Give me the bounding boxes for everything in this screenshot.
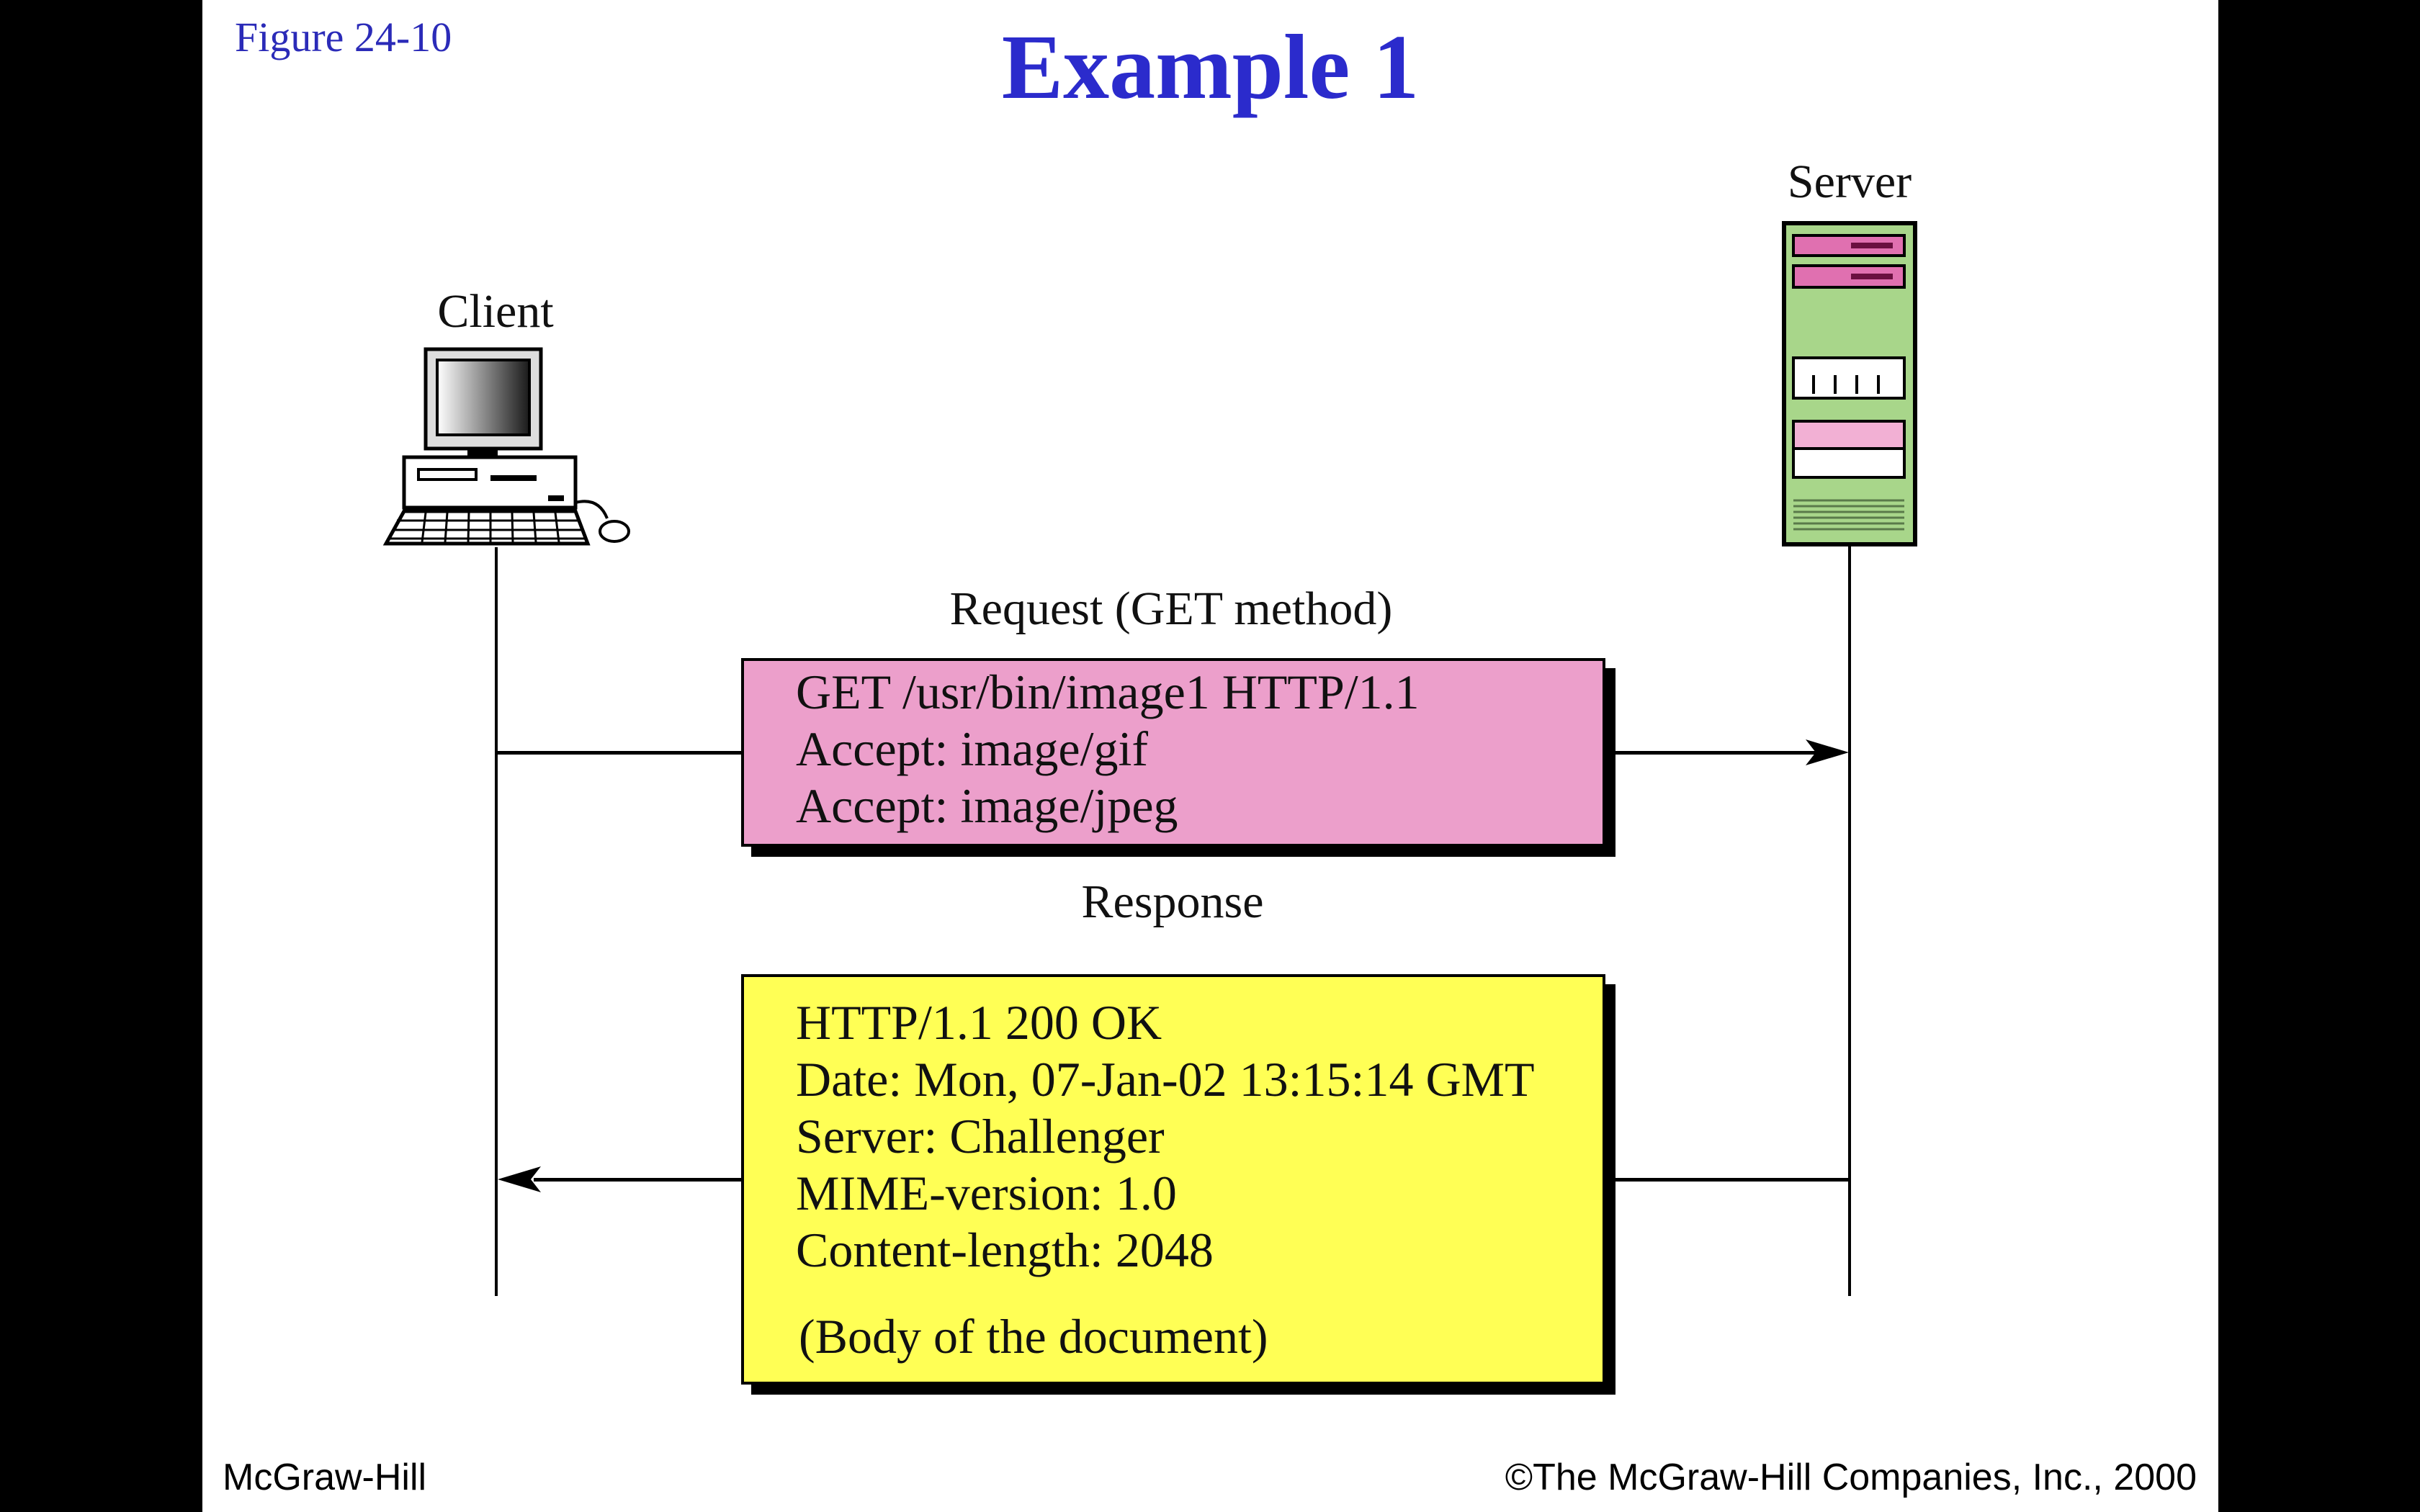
slide: Figure 24-10 Example 1 Client Serv <box>202 0 2218 1512</box>
response-body-placeholder: (Body of the document) <box>799 1309 1268 1364</box>
response-line: MIME-version: 1.0 <box>796 1166 1177 1220</box>
server-tower-icon <box>1782 221 1917 546</box>
request-label: Request (GET method) <box>949 582 1393 635</box>
footer-publisher: McGraw-Hill <box>223 1457 427 1498</box>
response-line: HTTP/1.1 200 OK <box>796 995 1162 1050</box>
response-line: Server: Challenger <box>796 1109 1165 1164</box>
arrow-left-icon <box>498 1166 541 1192</box>
request-line: Accept: image/jpeg <box>796 778 1178 833</box>
request-line: Accept: image/gif <box>796 721 1149 776</box>
response-label: Response <box>1081 876 1264 928</box>
figure-label: Figure 24-10 <box>235 14 452 60</box>
server-lifeline <box>1848 546 1851 1296</box>
request-line: GET /usr/bin/image1 HTTP/1.1 <box>796 665 1420 719</box>
client-lifeline <box>495 547 498 1296</box>
page-title: Example 1 <box>1001 16 1420 118</box>
request-arrow-right-segment <box>1611 751 1820 755</box>
response-line: Content-length: 2048 <box>796 1223 1214 1277</box>
response-arrow-left-segment <box>534 1178 944 1182</box>
footer-copyright: ©The McGraw-Hill Companies, Inc., 2000 <box>1505 1457 2197 1498</box>
client-label: Client <box>437 285 554 338</box>
server-label: Server <box>1787 156 1912 208</box>
arrow-right-icon <box>1806 739 1849 765</box>
response-arrow-right-segment <box>1611 1178 1850 1182</box>
response-line: Date: Mon, 07-Jan-02 13:15:14 GMT <box>796 1052 1535 1107</box>
desktop-computer-icon <box>382 347 630 546</box>
request-arrow-left-segment <box>496 751 944 755</box>
